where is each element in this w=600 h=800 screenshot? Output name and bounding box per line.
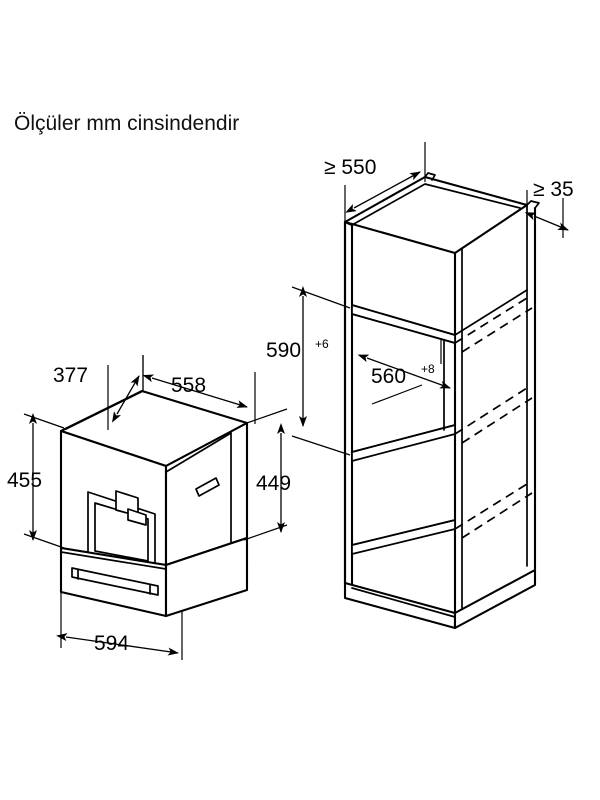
cabinet-shelf-underside — [351, 313, 456, 344]
cabinet-top-right-notch — [526, 200, 540, 209]
dimension-449-label: 449 — [256, 472, 291, 495]
cabinet-plinth-seam — [351, 587, 456, 618]
dimension-min-35-label: ≥ 35 — [533, 178, 574, 201]
hidden-line-top-shelf-right — [454, 297, 528, 344]
cabinet-base-shelf — [351, 519, 456, 555]
coffee-spout-nozzle — [127, 508, 147, 526]
dimension-560-label: 560 — [371, 365, 406, 388]
hidden-line-base-shelf-right — [454, 483, 528, 530]
drawer-handle-bar — [71, 567, 159, 596]
dimension-377-label: 377 — [53, 364, 88, 387]
dimension-min-550: ≥ 550 — [324, 142, 426, 228]
cabinet-top-shelf-back-edge — [454, 289, 528, 336]
cabinet-top-rear-notch — [424, 172, 436, 181]
hidden-line-mid-shelf-right-2 — [461, 397, 533, 444]
dimension-455: 455 — [7, 413, 65, 549]
dimension-560-tolerance: +8 — [421, 362, 435, 376]
dimension-560: 560 +8 — [357, 338, 451, 405]
dimension-594-label: 594 — [94, 632, 129, 655]
machine-drawer-side — [164, 536, 249, 618]
dimension-455-label: 455 — [7, 469, 42, 492]
dimension-594: 594 — [56, 592, 183, 660]
cabinet-base-shelf-edge — [351, 519, 456, 546]
cabinet-plinth-front — [343, 581, 457, 630]
cabinet-niche-mid-shelf-edge — [351, 424, 456, 453]
dimension-590: 590 +6 — [266, 286, 351, 456]
side-vent-slot — [195, 477, 220, 497]
cabinet-niche-view — [343, 172, 540, 630]
hidden-line-mid-shelf-right — [454, 387, 528, 435]
dimension-558-label: 558 — [171, 374, 206, 397]
cabinet-top-board — [343, 175, 529, 255]
cabinet-plinth-side — [453, 568, 537, 630]
cabinet-niche-top-shelf — [351, 304, 456, 344]
units-note: Ölçüler mm cinsindendir — [14, 112, 239, 135]
dimension-590-tolerance: +6 — [315, 337, 329, 351]
hidden-line-top-shelf-right-2 — [461, 307, 533, 353]
dimension-449: 449 — [243, 408, 291, 541]
dimension-558: 558 — [142, 355, 256, 424]
cabinet-niche-mid-shelf — [351, 424, 456, 462]
drawer-top-seam — [60, 551, 167, 570]
dimension-590-label: 590 — [266, 339, 301, 362]
hidden-line-base-shelf-right-2 — [461, 492, 533, 539]
dimension-min-35: ≥ 35 — [524, 178, 574, 238]
machine-side-top-seam — [165, 432, 232, 473]
cabinet-niche-top-shelf-edge — [351, 304, 456, 336]
coffee-machine-view — [59, 389, 249, 618]
dimension-min-550-label: ≥ 550 — [324, 156, 376, 179]
